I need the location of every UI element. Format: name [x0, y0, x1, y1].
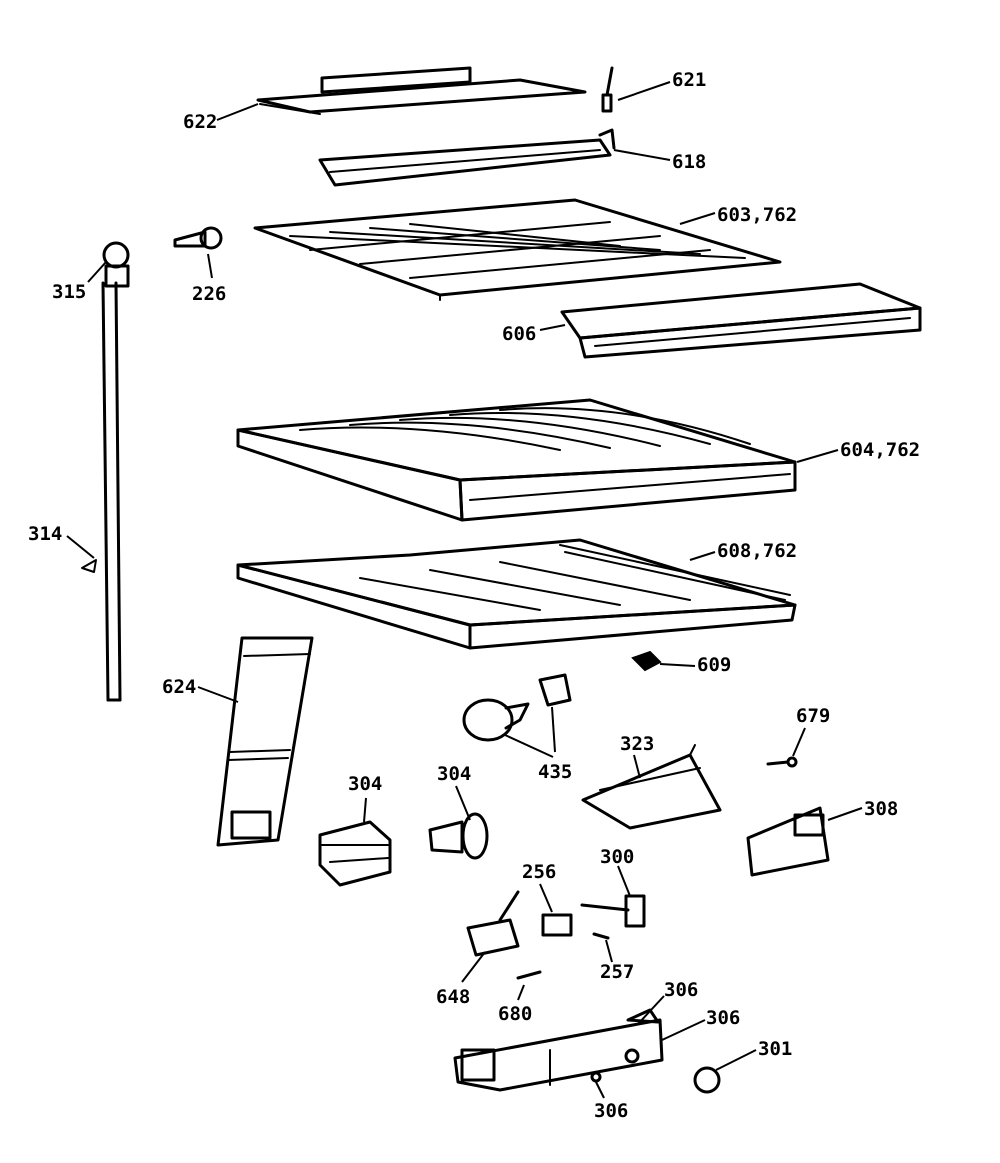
callout-603: 603,762: [717, 204, 797, 226]
leader-648: [461, 951, 486, 983]
part-624-duct: [216, 636, 314, 847]
leader-314: [66, 535, 95, 559]
callout-314: 314: [28, 523, 62, 545]
part-308-switch-bracket: [746, 806, 830, 877]
part-622-cover: [256, 66, 587, 115]
callout-304b: 304: [437, 763, 471, 785]
part-304-dial: [428, 812, 489, 860]
part-680-screw: [516, 970, 542, 980]
leader-300: [617, 865, 631, 897]
callout-256: 256: [522, 861, 556, 883]
leader-435a: [504, 734, 554, 758]
callout-306b: 306: [706, 1007, 740, 1029]
callout-306c: 306: [594, 1100, 628, 1122]
part-603-wire-shelf: [253, 198, 782, 301]
callout-435: 435: [538, 761, 572, 783]
part-226-knob: [173, 226, 223, 250]
part-300-overload: [580, 894, 646, 928]
part-323-control-housing: [581, 744, 722, 830]
callout-680: 680: [498, 1003, 532, 1025]
callout-618: 618: [672, 151, 706, 173]
part-306-relay-housing: [453, 1008, 664, 1092]
part-648-capacitor: [466, 890, 520, 957]
part-606-shelf-trim: [560, 282, 922, 359]
part-604-tray: [236, 398, 797, 522]
part-608-tray: [236, 538, 797, 650]
leader-306b: [661, 1019, 706, 1041]
callout-315: 315: [52, 281, 86, 303]
callout-606: 606: [502, 323, 536, 345]
callout-622: 622: [183, 111, 217, 133]
leader-304a: [363, 797, 367, 823]
leader-604: [796, 449, 839, 463]
part-618-bracket: [318, 128, 616, 187]
callout-306a: 306: [664, 979, 698, 1001]
callout-300: 300: [600, 846, 634, 868]
leader-226: [207, 253, 213, 279]
callout-226: 226: [192, 283, 226, 305]
leader-323: [633, 754, 641, 779]
leader-618: [613, 149, 671, 161]
part-621-clip: [601, 66, 614, 113]
part-609-clip: [631, 650, 662, 672]
leader-304b: [455, 785, 471, 821]
callout-648: 648: [436, 986, 470, 1008]
leader-315: [87, 261, 107, 283]
callout-608: 608,762: [717, 540, 797, 562]
leader-679: [792, 727, 806, 757]
leader-435b: [551, 706, 556, 753]
leader-301: [715, 1049, 757, 1071]
callout-304a: 304: [348, 773, 382, 795]
part-257-screw: [592, 932, 610, 940]
leader-680: [517, 984, 525, 1001]
part-301-cap: [693, 1066, 721, 1094]
leader-624: [197, 686, 239, 703]
leader-603: [679, 212, 716, 225]
leader-257: [605, 939, 613, 963]
callout-604: 604,762: [840, 439, 920, 461]
part-304-thermostat: [318, 820, 392, 887]
leader-256: [539, 883, 553, 913]
part-435-bulb-socket: [462, 673, 572, 742]
leader-306a: [637, 995, 665, 1025]
callout-679: 679: [796, 705, 830, 727]
part-314-rod: [81, 281, 122, 702]
leader-622: [216, 103, 259, 121]
leader-608: [689, 551, 716, 561]
callout-301: 301: [758, 1038, 792, 1060]
leader-308: [827, 807, 863, 821]
part-256-relay: [541, 913, 573, 937]
callout-624: 624: [162, 676, 196, 698]
part-315-rod-bracket: [102, 241, 130, 288]
callout-257: 257: [600, 961, 634, 983]
leader-606: [539, 324, 566, 331]
leader-621: [617, 81, 671, 101]
callout-621: 621: [672, 69, 706, 91]
leader-609: [659, 663, 696, 667]
leader-306c: [595, 1081, 605, 1099]
part-679-screw: [766, 756, 798, 768]
callout-323: 323: [620, 733, 654, 755]
callout-609: 609: [697, 654, 731, 676]
callout-308: 308: [864, 798, 898, 820]
